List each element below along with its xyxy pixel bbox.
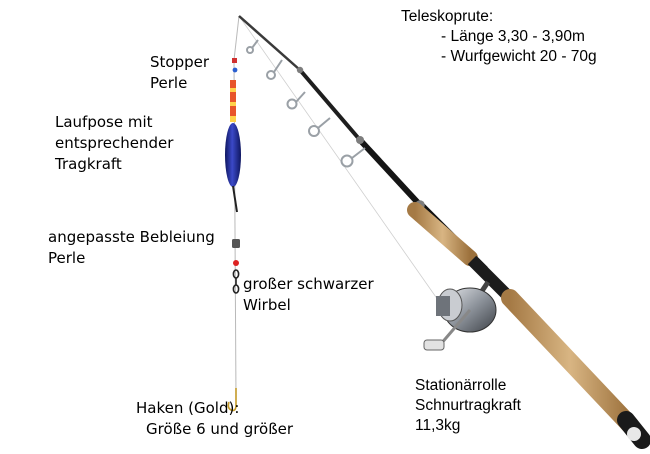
rod-title: Teleskoprute: xyxy=(401,8,494,25)
reel-text-2: Schnurtragkraft xyxy=(415,397,521,414)
swivel xyxy=(232,269,240,294)
spinning-reel xyxy=(423,280,497,351)
reel-text-1: Stationärrolle xyxy=(415,377,507,394)
bead xyxy=(233,260,239,266)
reel-label: Stationärrolle Schnurtragkraft 11,3kg xyxy=(415,376,521,436)
rod-weight: - Wurfgewicht 20 - 70g xyxy=(441,48,597,65)
lead-text-1: angepasste Bebleiung xyxy=(48,228,215,246)
hook-text-2: Größe 6 und größer xyxy=(146,420,294,438)
rod-label: Teleskoprute: - Länge 3,30 - 3,90m - Wur… xyxy=(401,7,597,67)
swivel-label: großer schwarzer Wirbel xyxy=(243,274,374,316)
stopper xyxy=(232,58,238,73)
float-text-1: Laufpose mit xyxy=(55,113,153,131)
stopper-label: Stopper Perle xyxy=(150,52,209,94)
rod-guides xyxy=(246,39,366,168)
float-text-3: Tragkraft xyxy=(55,155,122,173)
hook-label: Haken (Gold): Größe 6 und größer xyxy=(136,398,293,440)
stopper-text-1: Stopper xyxy=(150,53,210,71)
float xyxy=(225,80,241,213)
lead-label: angepasste Bebleiung Perle xyxy=(48,227,215,269)
rod-length: - Länge 3,30 - 3,90m xyxy=(441,28,585,45)
hook-text-1: Haken (Gold): xyxy=(136,399,240,417)
float-text-2: entsprechender xyxy=(55,134,174,152)
swivel-text-2: Wirbel xyxy=(243,296,291,314)
stopper-text-2: Perle xyxy=(150,74,188,92)
lead-text-2: Perle xyxy=(48,249,86,267)
hook xyxy=(227,388,237,412)
swivel-text-1: großer schwarzer xyxy=(243,275,374,293)
telescopic-rod xyxy=(238,15,650,449)
reel-text-3: 11,3kg xyxy=(415,417,461,434)
float-label: Laufpose mit entsprechender Tragkraft xyxy=(55,112,173,175)
lead-weight xyxy=(232,239,240,248)
